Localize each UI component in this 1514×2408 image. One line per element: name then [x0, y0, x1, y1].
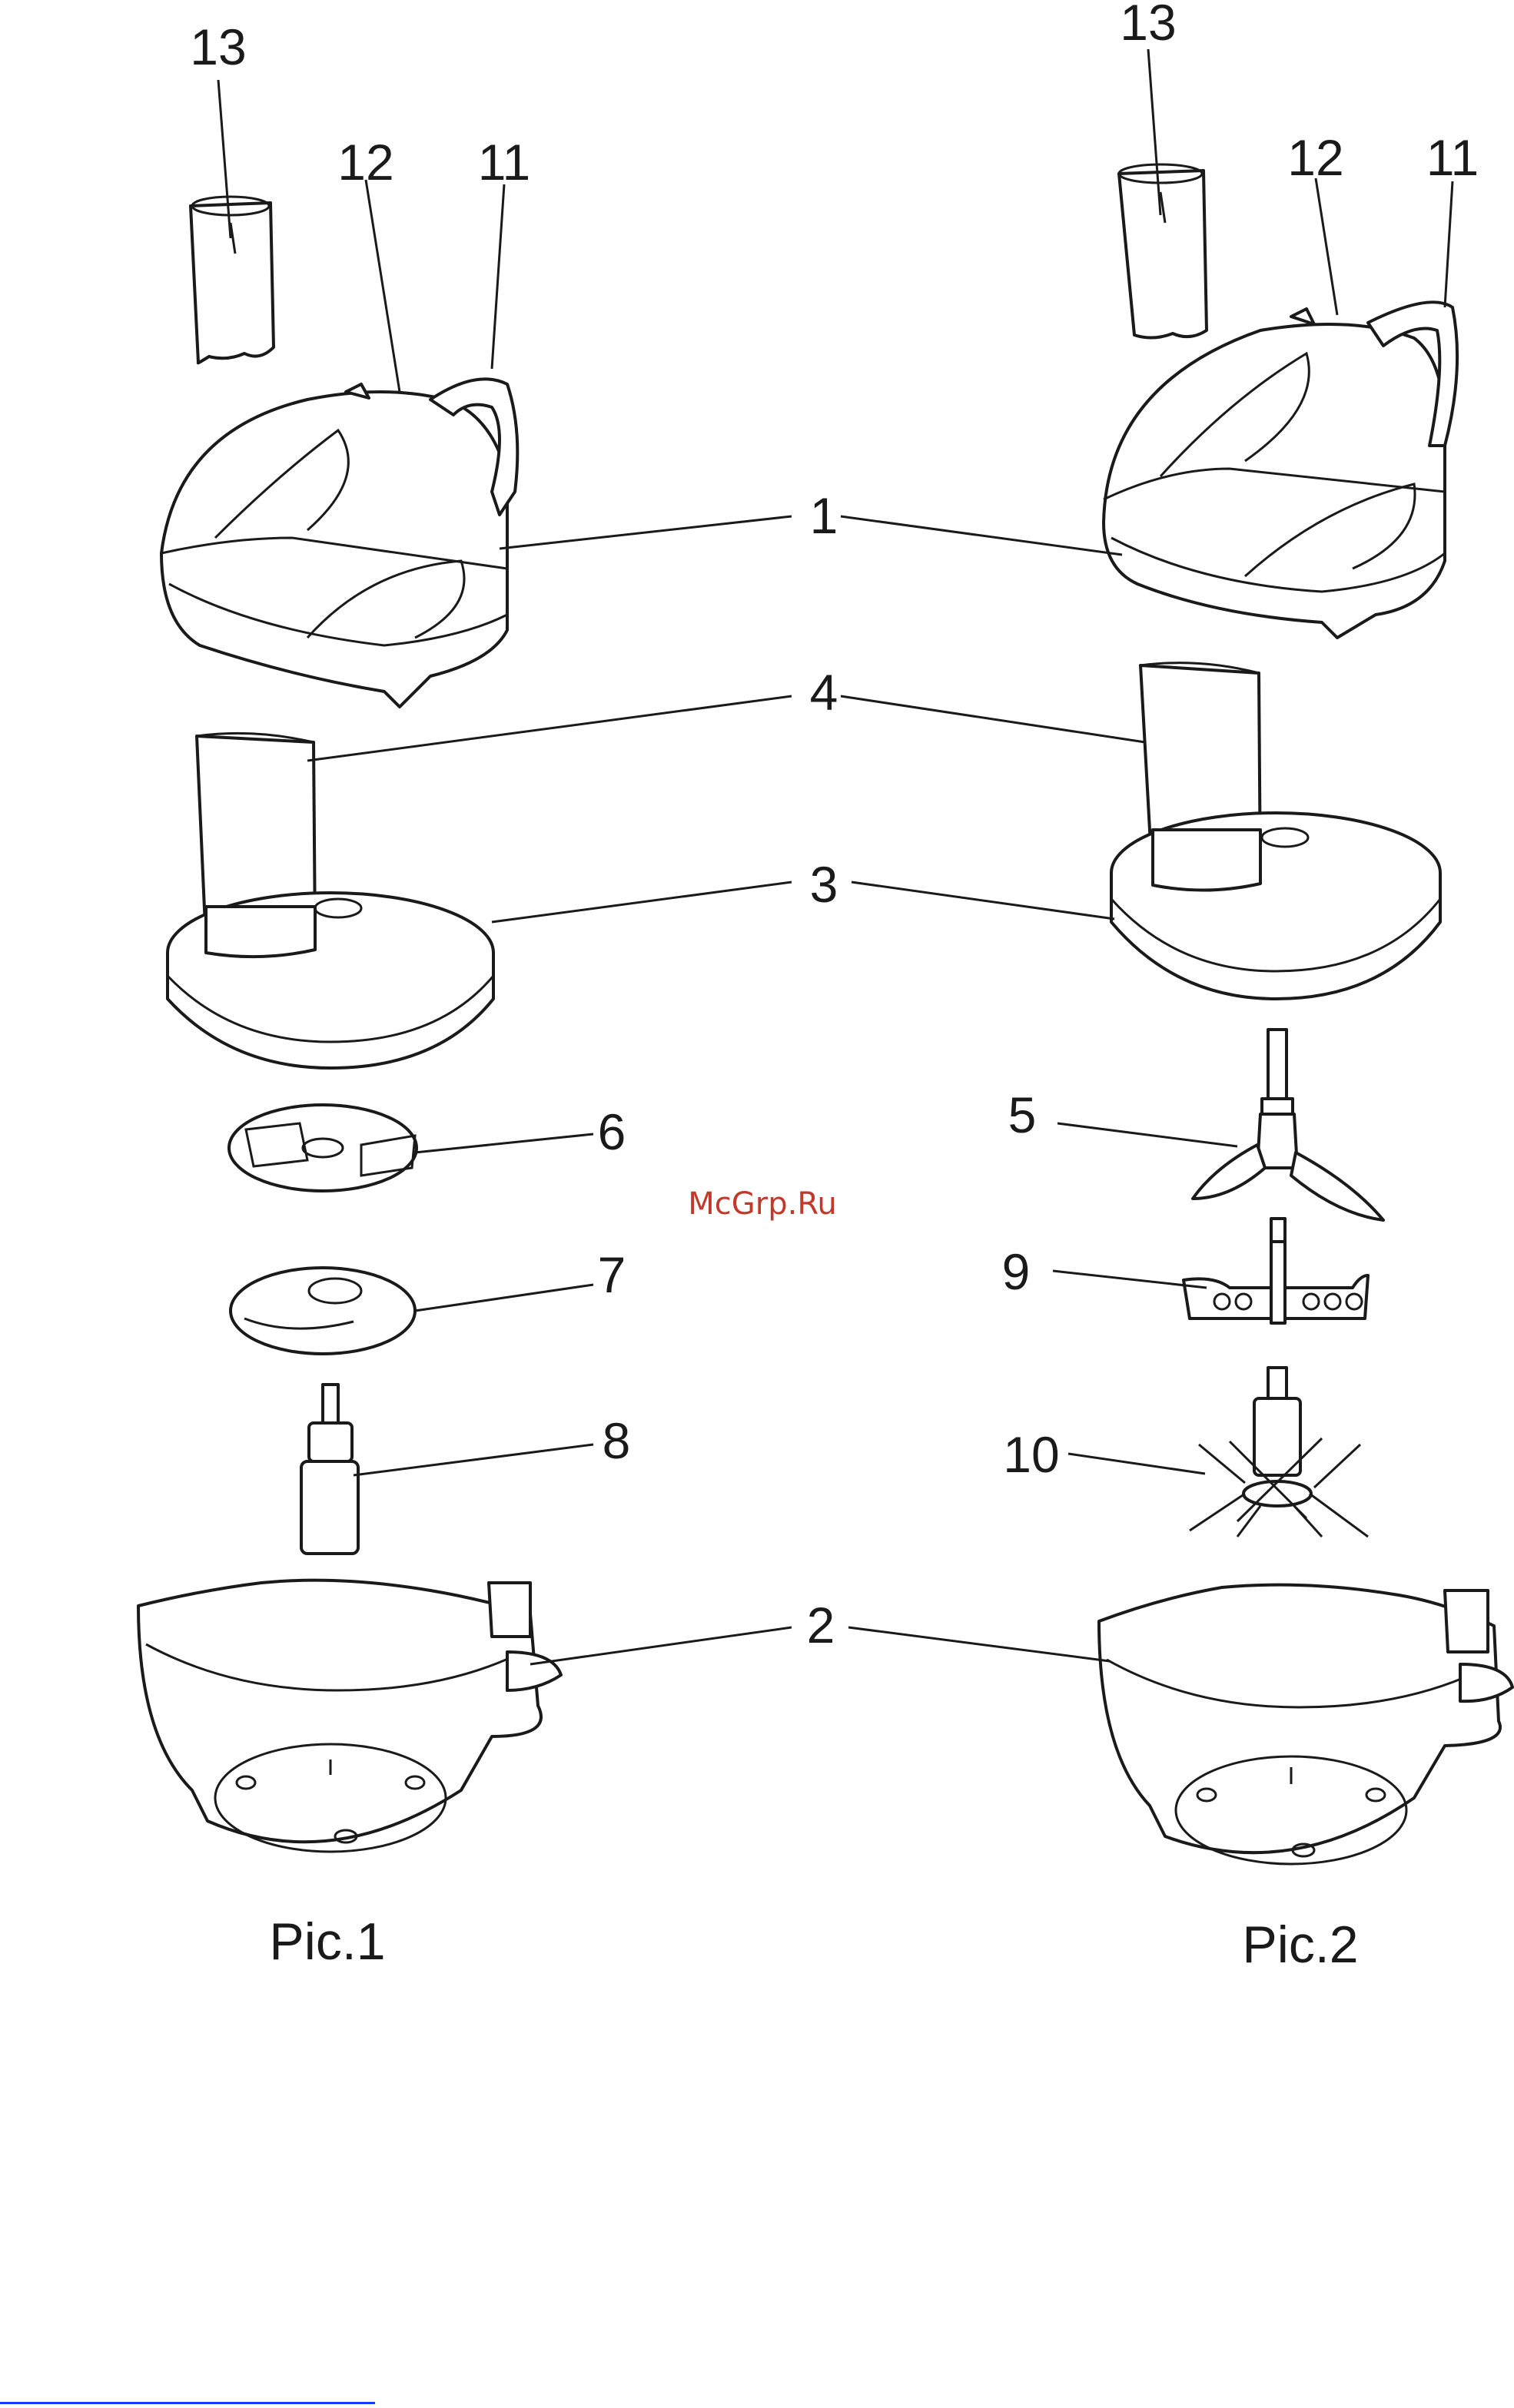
part-3-bowl-cover: [168, 893, 493, 1068]
caption-pic-1: Pic.1: [269, 1912, 385, 1971]
label-13: 13: [1120, 0, 1176, 51]
part-1-lid: [161, 379, 517, 707]
figure-2: 13 12 11 5 9 10 Pic.2: [841, 0, 1512, 1974]
part-13-pusher: [1119, 164, 1207, 338]
part-1-lid: [1104, 302, 1457, 638]
figure-1: 13 12 11 1 4 3 6 7 8 2 Pic.1: [138, 18, 838, 1971]
label-2: 2: [807, 1597, 835, 1653]
label-12: 12: [337, 134, 393, 191]
label-12: 12: [1287, 129, 1343, 186]
part-3-bowl-cover: [1111, 813, 1440, 999]
label-13: 13: [190, 18, 246, 75]
label-1: 1: [810, 487, 838, 544]
label-7: 7: [598, 1246, 626, 1303]
part-5-chopping-blade: [1193, 1030, 1383, 1220]
label-9: 9: [1002, 1243, 1031, 1300]
label-5: 5: [1008, 1086, 1037, 1143]
watermark-text: McGrp.Ru: [688, 1186, 836, 1222]
part-10-whisk: [1190, 1368, 1368, 1537]
part-13-pusher: [191, 197, 274, 363]
caption-pic-2: Pic.2: [1242, 1915, 1358, 1974]
part-7-slicing-disc: [231, 1268, 415, 1354]
part-2-bowl: [1099, 1585, 1512, 1864]
part-8-shaft: [301, 1385, 358, 1554]
footer-rule: [0, 2402, 375, 2404]
label-6: 6: [598, 1103, 626, 1160]
label-11: 11: [478, 134, 531, 191]
part-2-bowl: [138, 1580, 561, 1852]
part-9-emulsifying-disc: [1184, 1219, 1368, 1323]
label-4: 4: [810, 664, 838, 721]
label-11: 11: [1426, 129, 1479, 186]
label-10: 10: [1003, 1426, 1059, 1483]
label-3: 3: [810, 856, 838, 913]
label-8: 8: [603, 1412, 631, 1469]
part-6-grating-disc: [229, 1105, 417, 1191]
